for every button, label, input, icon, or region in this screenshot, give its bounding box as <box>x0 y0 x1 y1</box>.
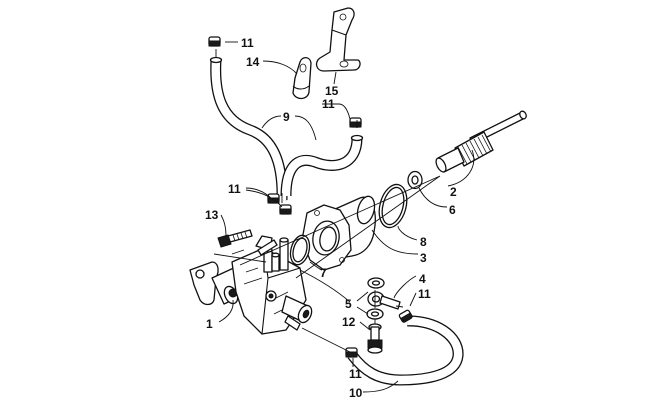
leader-lines <box>213 41 475 393</box>
pump-body <box>189 235 313 335</box>
callout-11-top-left: 11 <box>241 36 254 50</box>
washer-5-bottom <box>366 308 384 320</box>
clamp-top-left <box>208 36 221 47</box>
callout-14: 14 <box>246 55 260 69</box>
clamp-right <box>398 309 413 323</box>
clamp-bottom <box>345 347 358 358</box>
callout-11-top-right: 11 <box>322 97 335 111</box>
shaft <box>435 110 527 173</box>
washer-6 <box>407 170 423 190</box>
callout-11-mid: 11 <box>228 182 241 196</box>
banjo-fitting-4 <box>367 291 401 310</box>
callout-8: 8 <box>420 235 427 249</box>
bracket-small <box>292 56 312 100</box>
callout-3: 3 <box>420 251 427 265</box>
o-ring-7 <box>289 234 311 266</box>
banjo-bolt-12 <box>367 323 383 354</box>
upper-hose-left <box>209 56 288 201</box>
callout-12: 12 <box>342 315 356 329</box>
callout-1: 1 <box>206 317 213 331</box>
clamp-mid-2 <box>279 204 292 215</box>
clamp-mid-1 <box>267 193 280 204</box>
callout-9: 9 <box>283 110 290 124</box>
callout-5: 5 <box>345 297 352 311</box>
bracket-large <box>315 7 361 72</box>
washer-5-top <box>367 277 385 289</box>
callout-15: 15 <box>325 84 339 98</box>
callout-7: 7 <box>320 266 327 280</box>
callout-4: 4 <box>419 272 426 286</box>
o-ring-8 <box>378 183 408 229</box>
lower-hose <box>347 315 464 386</box>
callout-6: 6 <box>449 203 456 217</box>
callout-11-right: 11 <box>418 287 431 301</box>
callout-10: 10 <box>349 386 363 400</box>
upper-hose-right <box>280 134 364 197</box>
housing-3 <box>301 195 376 271</box>
bolt-13 <box>217 229 253 248</box>
callout-11-bottom: 11 <box>349 367 362 381</box>
callout-labels: 1 2 3 4 5 6 7 8 9 10 11 11 11 11 11 12 1… <box>205 36 457 400</box>
clamp-top-right <box>349 117 362 128</box>
callout-13: 13 <box>205 208 219 222</box>
callout-2: 2 <box>450 185 457 199</box>
